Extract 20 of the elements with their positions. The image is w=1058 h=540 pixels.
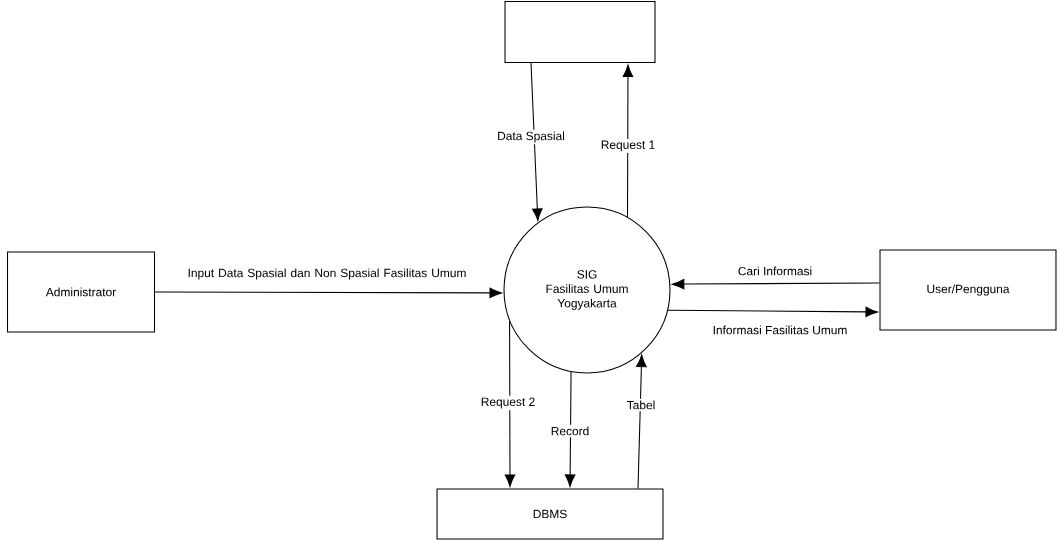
arrow [671, 278, 881, 290]
edge-label: Cari Informasi [736, 264, 814, 278]
entity-box: User/Pengguna [879, 249, 1057, 331]
edge-label: Data Spasial [495, 129, 567, 145]
arrow [636, 354, 647, 489]
arrow [564, 371, 576, 487]
edge-label: Record [549, 424, 591, 438]
edge-label: Tabel [624, 398, 658, 412]
arrow [154, 287, 503, 299]
entity-box: Administrator [7, 251, 156, 333]
arrow [667, 306, 878, 318]
entity-box: DBMS [436, 488, 664, 540]
arrow [504, 320, 516, 487]
entity-box [504, 0, 656, 63]
edge-label: Informasi Fasilitas Umum [710, 323, 850, 337]
edge-label: Input Data Spasial dan Non Spasial Fasilitas Umum [185, 266, 469, 282]
edge-label: Request 1 [599, 138, 657, 154]
edge-label: Request 2 [479, 395, 537, 411]
arrow [530, 62, 543, 221]
arrow [622, 64, 634, 218]
